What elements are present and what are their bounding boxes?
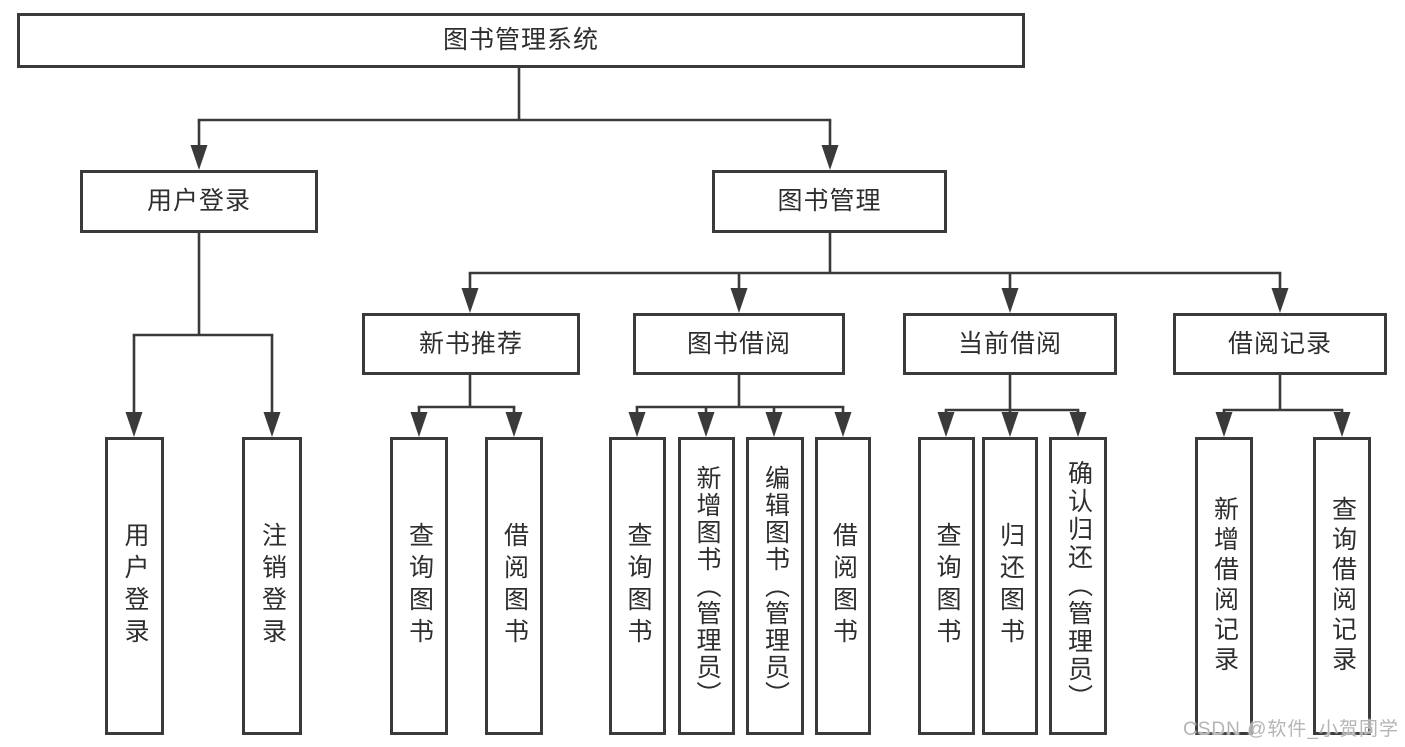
node-cb-query: 查询图书 xyxy=(918,437,975,735)
node-user-login-group: 用户登录 xyxy=(80,170,318,233)
arrowhead-icon-2-2 xyxy=(1001,288,1019,313)
arrowhead-icon-1-0 xyxy=(125,412,143,437)
arrowhead-icon-3-1 xyxy=(505,412,523,437)
arrowhead-icon-3-0 xyxy=(410,412,428,437)
node-bb-query: 查询图书 xyxy=(609,437,666,735)
node-label-user-login: 用户登录 xyxy=(121,522,149,650)
arrowhead-icon-4-0 xyxy=(628,412,646,437)
node-label-br-add: 新增借阅记录 xyxy=(1210,496,1239,676)
node-label-cb-query: 查询图书 xyxy=(933,522,961,650)
node-new-book-rec: 新书推荐 xyxy=(362,313,580,375)
node-label-root: 图书管理系统 xyxy=(442,26,599,55)
arrowhead-icon-1-1 xyxy=(263,412,281,437)
watermark: CSDN @软件_小贺同学 xyxy=(1183,719,1399,740)
node-label-book-borrow: 图书借阅 xyxy=(686,329,791,358)
node-br-query: 查询借阅记录 xyxy=(1313,437,1371,735)
arrowhead-icon-0-0 xyxy=(190,145,208,170)
node-label-logout: 注销登录 xyxy=(258,522,287,650)
node-nbr-query: 查询图书 xyxy=(390,437,448,735)
arrowhead-icon-6-0 xyxy=(1215,412,1233,437)
node-label-book-mgmt: 图书管理 xyxy=(777,187,882,216)
node-bb-borrow: 借阅图书 xyxy=(815,437,871,735)
arrowhead-icon-4-3 xyxy=(834,412,852,437)
node-label-borrow-records: 借阅记录 xyxy=(1227,329,1332,358)
node-br-add: 新增借阅记录 xyxy=(1195,437,1253,735)
arrowhead-icon-5-0 xyxy=(937,412,955,437)
node-bb-add: 新增图书（管理员） xyxy=(678,437,735,735)
node-user-login: 用户登录 xyxy=(105,437,164,735)
node-book-borrow: 图书借阅 xyxy=(633,313,845,375)
node-borrow-records: 借阅记录 xyxy=(1173,313,1387,375)
node-label-cb-confirm: 确认归还（管理员） xyxy=(1064,460,1093,712)
node-root: 图书管理系统 xyxy=(17,13,1025,68)
node-label-nbr-query: 查询图书 xyxy=(405,522,434,650)
node-label-current-borrow: 当前借阅 xyxy=(957,329,1062,358)
arrowhead-icon-5-1 xyxy=(1001,412,1019,437)
node-nbr-borrow: 借阅图书 xyxy=(485,437,543,735)
node-label-br-query: 查询借阅记录 xyxy=(1328,496,1357,676)
arrowhead-icon-4-1 xyxy=(697,412,715,437)
node-book-mgmt: 图书管理 xyxy=(712,170,947,233)
node-label-user-login-group: 用户登录 xyxy=(146,187,251,216)
node-label-bb-query: 查询图书 xyxy=(624,522,652,650)
node-cb-return: 归还图书 xyxy=(982,437,1038,735)
arrowhead-icon-6-1 xyxy=(1333,412,1351,437)
node-bb-edit: 编辑图书（管理员） xyxy=(746,437,804,735)
node-label-bb-borrow: 借阅图书 xyxy=(829,522,858,650)
node-label-nbr-borrow: 借阅图书 xyxy=(500,522,529,650)
arrowhead-icon-0-1 xyxy=(821,145,839,170)
arrowhead-icon-2-0 xyxy=(461,288,479,313)
arrowhead-icon-4-2 xyxy=(765,412,783,437)
node-label-bb-add: 新增图书（管理员） xyxy=(693,464,721,708)
node-label-new-book-rec: 新书推荐 xyxy=(418,329,523,358)
node-label-cb-return: 归还图书 xyxy=(996,522,1025,650)
arrowhead-icon-5-2 xyxy=(1069,412,1087,437)
node-current-borrow: 当前借阅 xyxy=(903,313,1117,375)
arrowhead-icon-2-1 xyxy=(730,288,748,313)
node-logout: 注销登录 xyxy=(242,437,302,735)
node-cb-confirm: 确认归还（管理员） xyxy=(1049,437,1107,735)
arrowhead-icon-2-3 xyxy=(1271,288,1289,313)
node-label-bb-edit: 编辑图书（管理员） xyxy=(761,464,790,708)
